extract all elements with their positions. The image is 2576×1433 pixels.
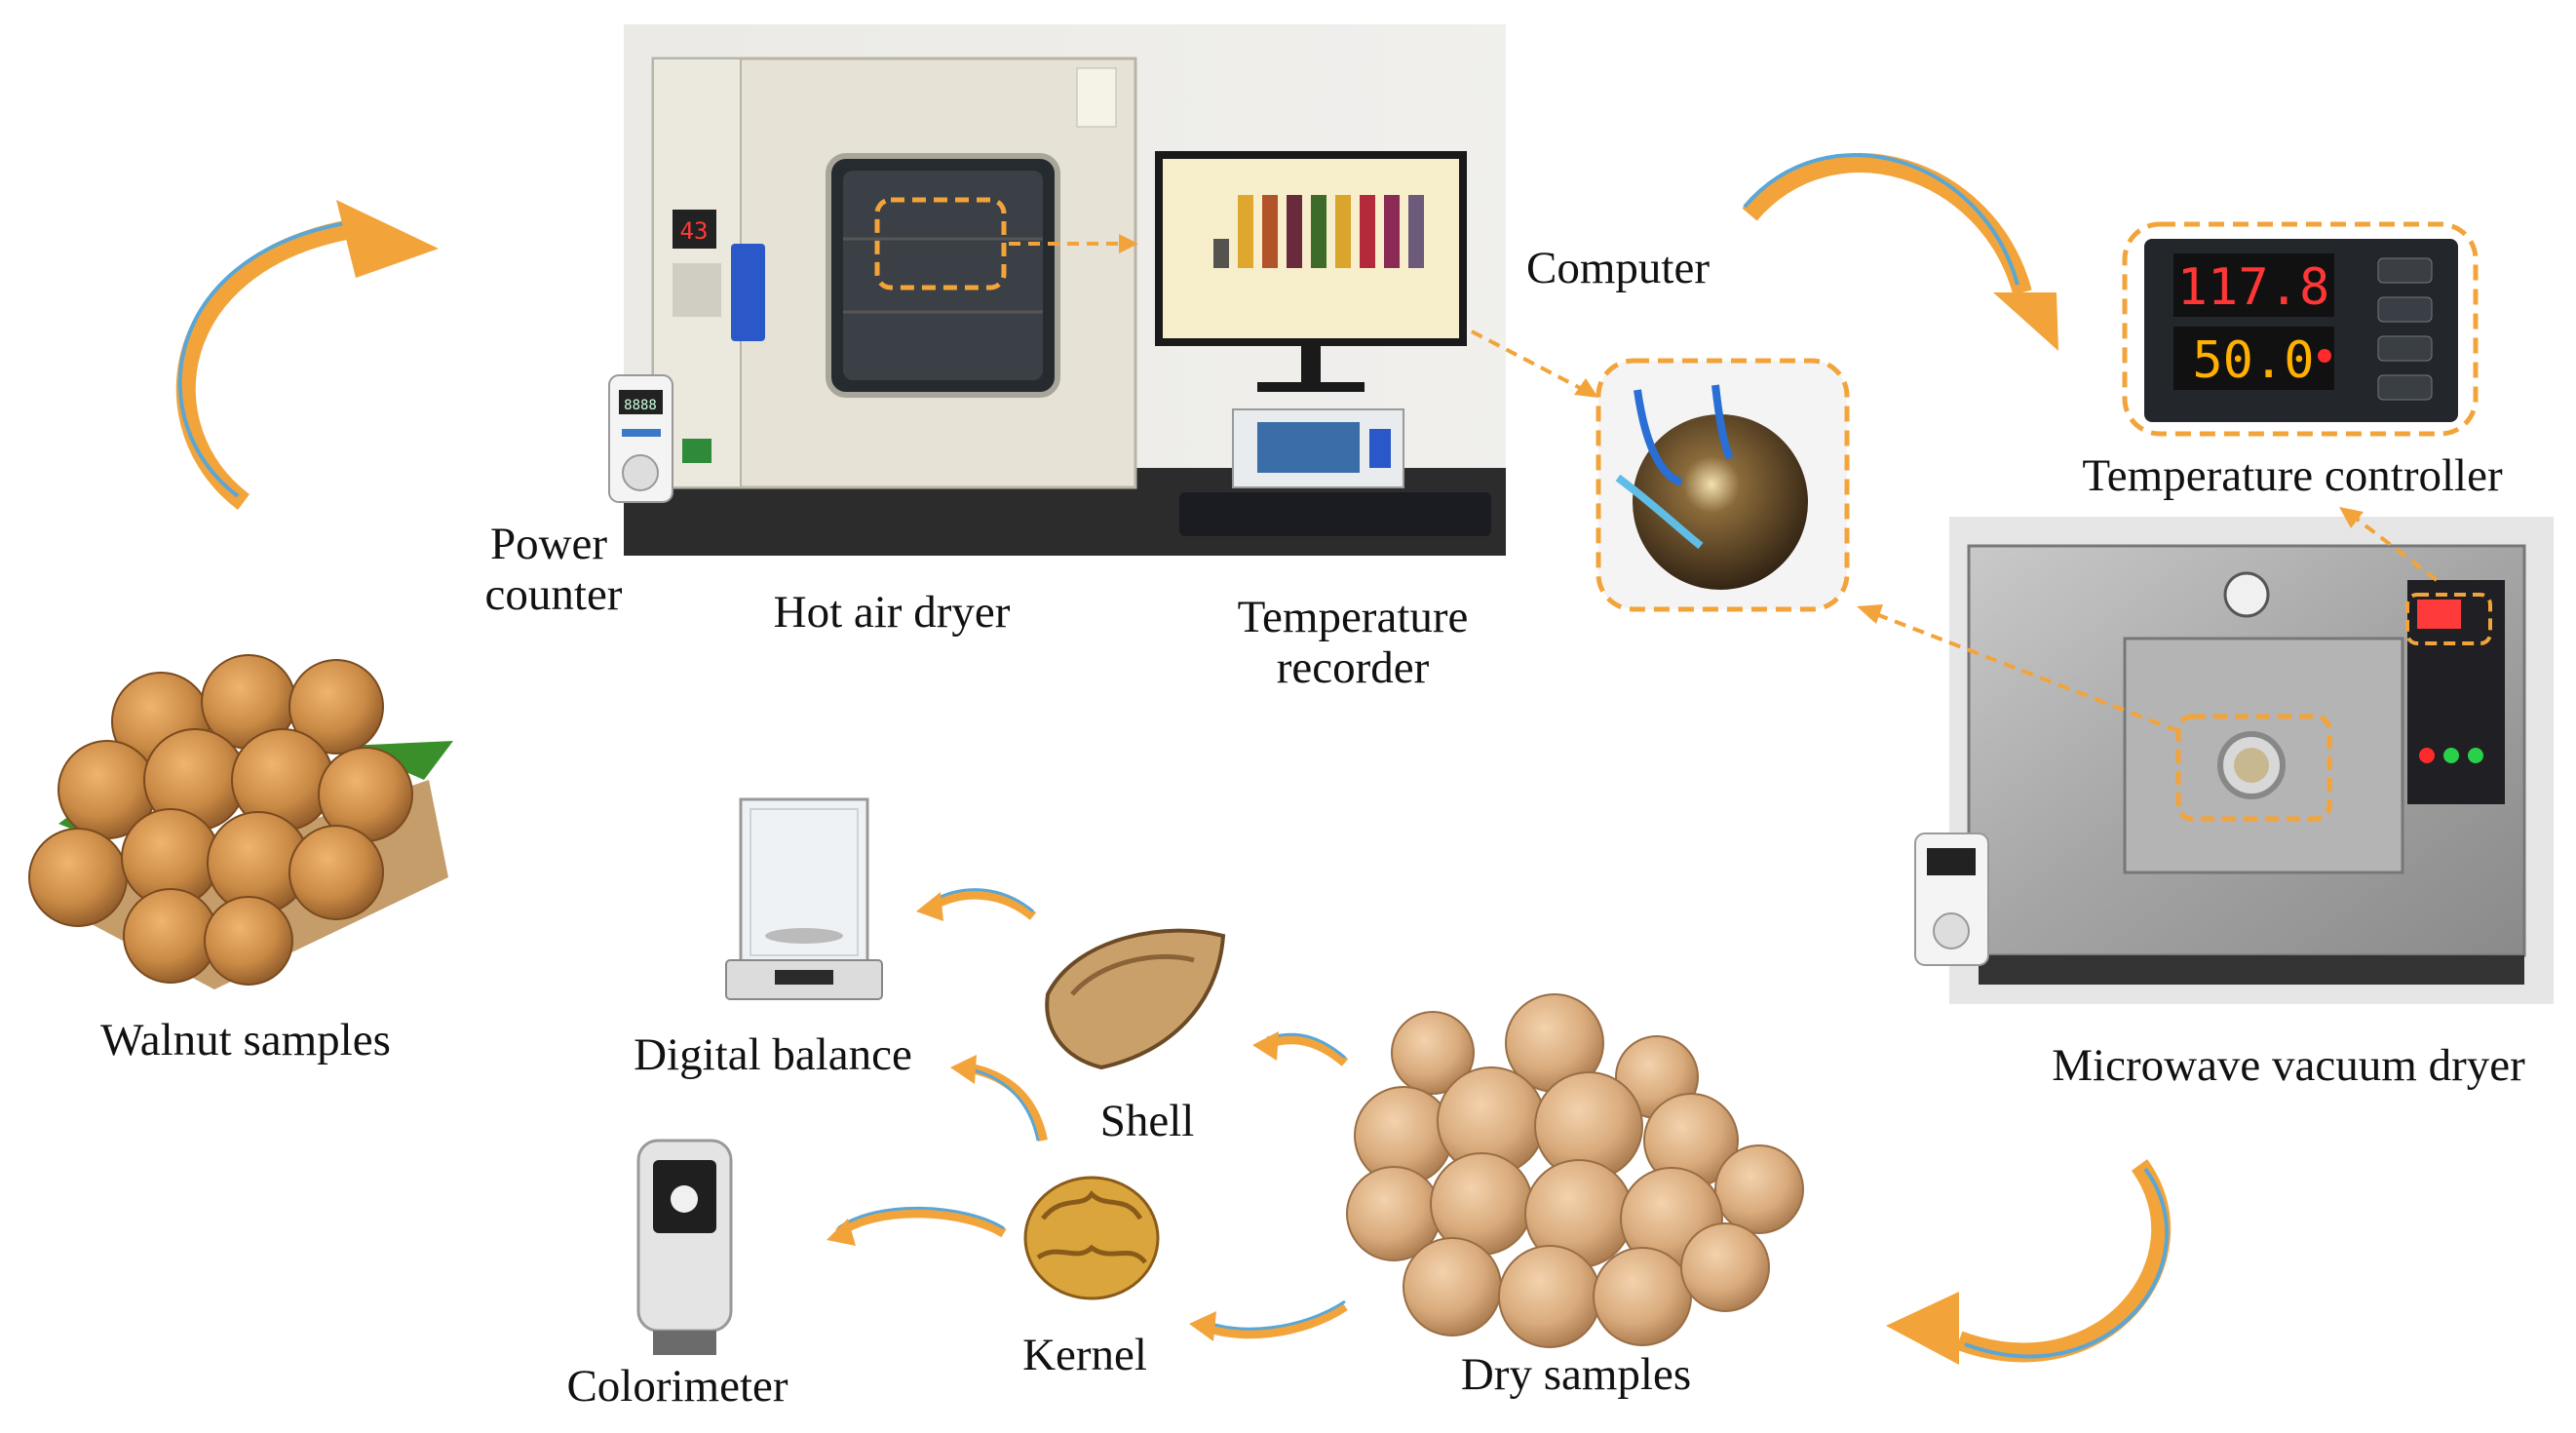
flow-arrows bbox=[175, 153, 2172, 1365]
label-dry-samples: Dry samples bbox=[1461, 1349, 1691, 1400]
microwave-window-highlight bbox=[2175, 714, 2332, 822]
svg-text:8888: 8888 bbox=[624, 398, 657, 413]
recorder-bar bbox=[1213, 239, 1229, 268]
recorder-bar bbox=[1384, 195, 1400, 268]
label-shell: Shell bbox=[1100, 1096, 1195, 1146]
label-digital-balance: Digital balance bbox=[634, 1029, 912, 1080]
controller-bottom-readout: 50.0 bbox=[2192, 331, 2314, 390]
colorimeter-image bbox=[636, 1139, 733, 1355]
label-temperature-recorder-line2: recorder bbox=[1277, 642, 1430, 693]
label-power-counter-line2: counter bbox=[485, 569, 623, 620]
shell-image bbox=[1045, 928, 1226, 1070]
arrow-head-1 bbox=[336, 200, 439, 278]
walnut-probe-closeup bbox=[1471, 329, 1850, 612]
svg-text:43: 43 bbox=[680, 217, 709, 245]
label-temperature-controller: Temperature controller bbox=[2082, 450, 2503, 501]
arrow-microwave-to-dry bbox=[1955, 1159, 2172, 1363]
label-microwave-vacuum-dryer: Microwave vacuum dryer bbox=[2052, 1040, 2525, 1091]
digital-balance-image bbox=[725, 797, 883, 1000]
label-hot-air-dryer: Hot air dryer bbox=[774, 587, 1011, 638]
recorder-bar bbox=[1335, 195, 1351, 268]
computer-monitor bbox=[1155, 151, 1467, 392]
temperature-recorder-device bbox=[1232, 408, 1404, 488]
temperature-controller-panel: 117.8 50.0 bbox=[2122, 221, 2479, 437]
hot-air-dryer: 43 bbox=[651, 57, 1138, 489]
label-walnut-samples: Walnut samples bbox=[100, 1015, 391, 1065]
walnut-in-dryer-highlight bbox=[874, 197, 1007, 290]
recorder-bar bbox=[1311, 195, 1326, 268]
dry-samples-photo bbox=[1346, 993, 1804, 1348]
label-power-counter-line1: Power bbox=[490, 519, 607, 569]
label-temperature-recorder-line1: Temperature bbox=[1238, 592, 1469, 642]
controller-top-readout: 117.8 bbox=[2177, 258, 2330, 317]
labels: Walnut samples Power counter Hot air dry… bbox=[100, 243, 2525, 1412]
walnut-samples-photo bbox=[28, 654, 453, 989]
label-kernel: Kernel bbox=[1022, 1330, 1147, 1380]
recorder-bar bbox=[1360, 195, 1375, 268]
label-computer: Computer bbox=[1526, 243, 1710, 293]
arrow-walnut-to-dryer bbox=[175, 219, 353, 510]
recorder-bar bbox=[1287, 195, 1302, 268]
power-counter-top: 8888 bbox=[608, 374, 673, 503]
microwave-vacuum-dryer-photo bbox=[1857, 507, 2554, 1004]
recorder-bar bbox=[1262, 195, 1278, 268]
recorder-bar bbox=[1408, 195, 1424, 268]
label-colorimeter: Colorimeter bbox=[566, 1361, 788, 1412]
arrow-computer-to-controller bbox=[1742, 153, 2032, 295]
kernel-image bbox=[1023, 1176, 1160, 1300]
hot-air-dryer-photo: 43 bbox=[608, 24, 1506, 556]
keyboard bbox=[1179, 492, 1491, 536]
recorder-bar bbox=[1238, 195, 1253, 268]
